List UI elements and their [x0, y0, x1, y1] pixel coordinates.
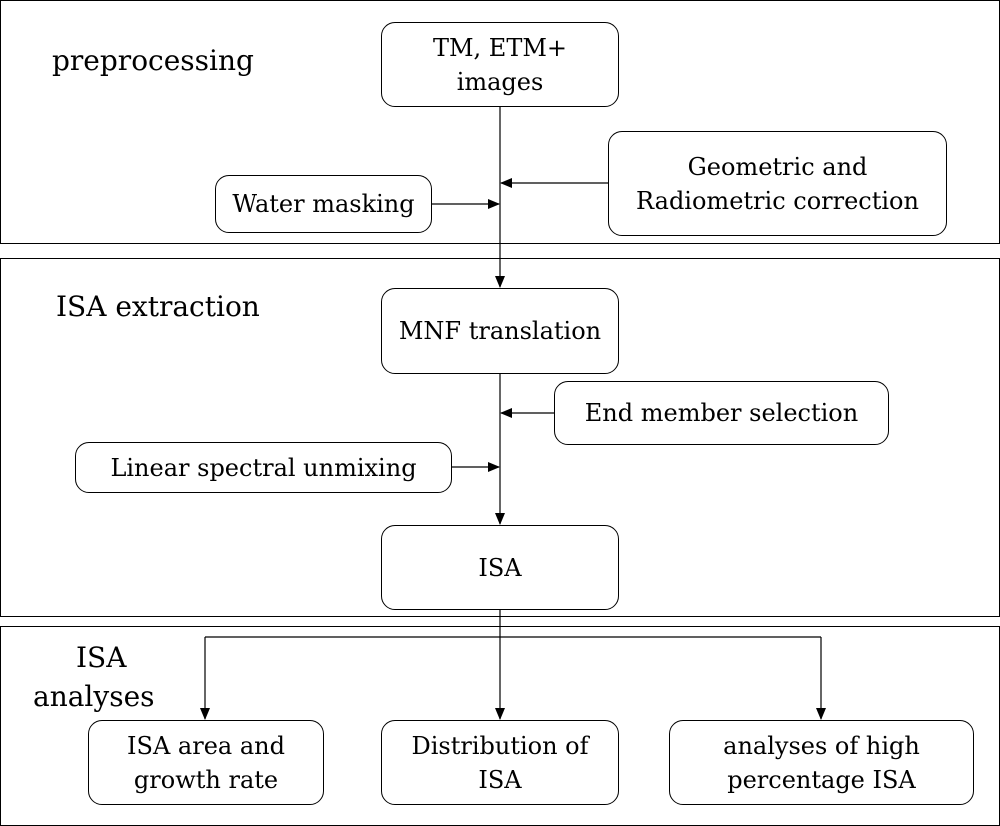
node-correction-line1: Geometric and — [687, 152, 868, 181]
node-distribution-of-isa: Distribution of ISA — [381, 720, 619, 805]
section-title-isa-extraction: ISA extraction — [56, 290, 260, 323]
node-high-line2: percentage ISA — [727, 765, 916, 794]
node-end-member-label: End member selection — [584, 399, 859, 427]
node-correction-line2: Radiometric correction — [636, 186, 919, 215]
node-geometric-radiometric-correction: Geometric and Radiometric correction — [608, 131, 947, 236]
node-end-member-selection: End member selection — [554, 381, 889, 445]
section-title-isa-analyses-line1: ISA — [76, 641, 127, 674]
node-mnf-label: MNF translation — [398, 317, 602, 345]
node-isa: ISA — [381, 525, 619, 610]
node-linear-spectral-unmixing: Linear spectral unmixing — [75, 442, 452, 493]
node-tm-etm-line1: TM, ETM+ — [432, 33, 568, 62]
node-tm-etm-line2: images — [456, 67, 544, 96]
node-high-percentage-isa: analyses of high percentage ISA — [669, 720, 974, 805]
section-title-isa-analyses-line2: analyses — [33, 680, 155, 713]
node-isa-area-growth-rate: ISA area and growth rate — [88, 720, 324, 805]
node-distribution-line1: Distribution of — [411, 731, 589, 760]
node-mnf-translation: MNF translation — [381, 288, 619, 374]
node-tm-etm-images: TM, ETM+ images — [381, 22, 619, 107]
node-high-line1: analyses of high — [723, 731, 920, 760]
node-water-masking: Water masking — [215, 175, 432, 233]
node-area-line2: growth rate — [133, 765, 279, 794]
section-title-preprocessing: preprocessing — [52, 44, 254, 77]
node-distribution-line2: ISA — [478, 765, 522, 794]
node-water-masking-label: Water masking — [232, 190, 415, 218]
node-area-line1: ISA area and — [127, 731, 285, 760]
node-isa-label: ISA — [478, 553, 522, 582]
node-unmixing-label: Linear spectral unmixing — [110, 453, 417, 482]
